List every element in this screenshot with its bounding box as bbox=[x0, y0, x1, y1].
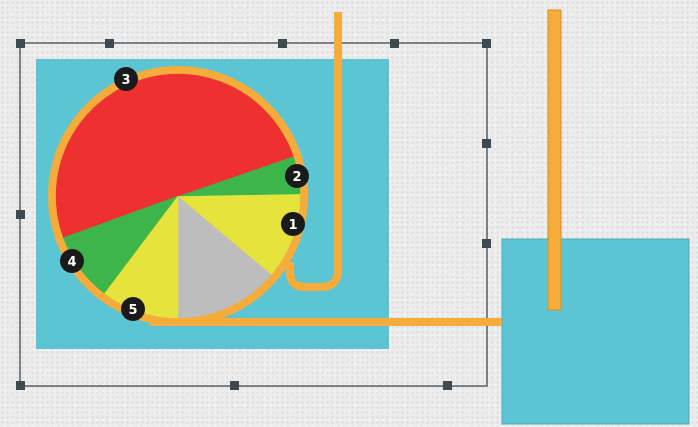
right-tank bbox=[501, 238, 690, 425]
marker-4[interactable]: 4 bbox=[60, 249, 84, 273]
marker-4-label: 4 bbox=[67, 255, 76, 270]
handle-bottom-left[interactable] bbox=[16, 381, 25, 390]
marker-2-label: 2 bbox=[292, 170, 301, 185]
handle-bottom-right[interactable] bbox=[443, 381, 452, 390]
pie-chart bbox=[55, 73, 301, 319]
handle-top-left[interactable] bbox=[16, 39, 25, 48]
handle-top-mid[interactable] bbox=[278, 39, 287, 48]
handle-bottom-mid[interactable] bbox=[230, 381, 239, 390]
marker-5-label: 5 bbox=[128, 303, 137, 318]
pie-slice-1 bbox=[177, 193, 301, 275]
handle-right-mid[interactable] bbox=[482, 239, 491, 248]
handle-right-upper[interactable] bbox=[482, 139, 491, 148]
j-shaped-pipe bbox=[286, 12, 342, 291]
handle-top-3[interactable] bbox=[390, 39, 399, 48]
marker-1-label: 1 bbox=[288, 218, 297, 233]
handle-top-right[interactable] bbox=[482, 39, 491, 48]
marker-3[interactable]: 3 bbox=[114, 67, 138, 91]
handle-left-mid[interactable] bbox=[16, 210, 25, 219]
marker-5[interactable]: 5 bbox=[121, 297, 145, 321]
handle-top-1[interactable] bbox=[105, 39, 114, 48]
marker-3-label: 3 bbox=[121, 73, 130, 88]
right-vertical-pipe bbox=[547, 9, 562, 311]
marker-1[interactable]: 1 bbox=[281, 212, 305, 236]
marker-2[interactable]: 2 bbox=[285, 164, 309, 188]
pie-slice-remaining bbox=[177, 195, 272, 319]
